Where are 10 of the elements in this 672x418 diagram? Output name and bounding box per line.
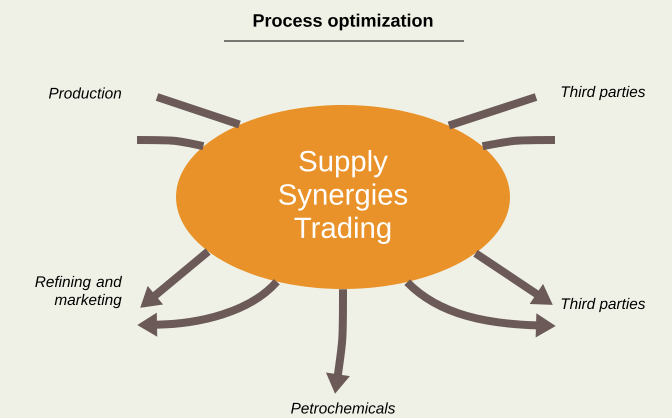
node-label: Petrochemicals [291, 402, 396, 414]
title: Process optimization [254, 14, 432, 30]
connector-line [448, 93, 538, 130]
connector-line [137, 136, 204, 150]
node-label: Third parties [562, 298, 646, 312]
connector-line [156, 93, 241, 128]
node-label: Refining and marketing [35, 276, 122, 308]
node-label: Third parties [562, 86, 646, 100]
node-label: Production [48, 87, 122, 99]
connector-line [482, 136, 555, 150]
